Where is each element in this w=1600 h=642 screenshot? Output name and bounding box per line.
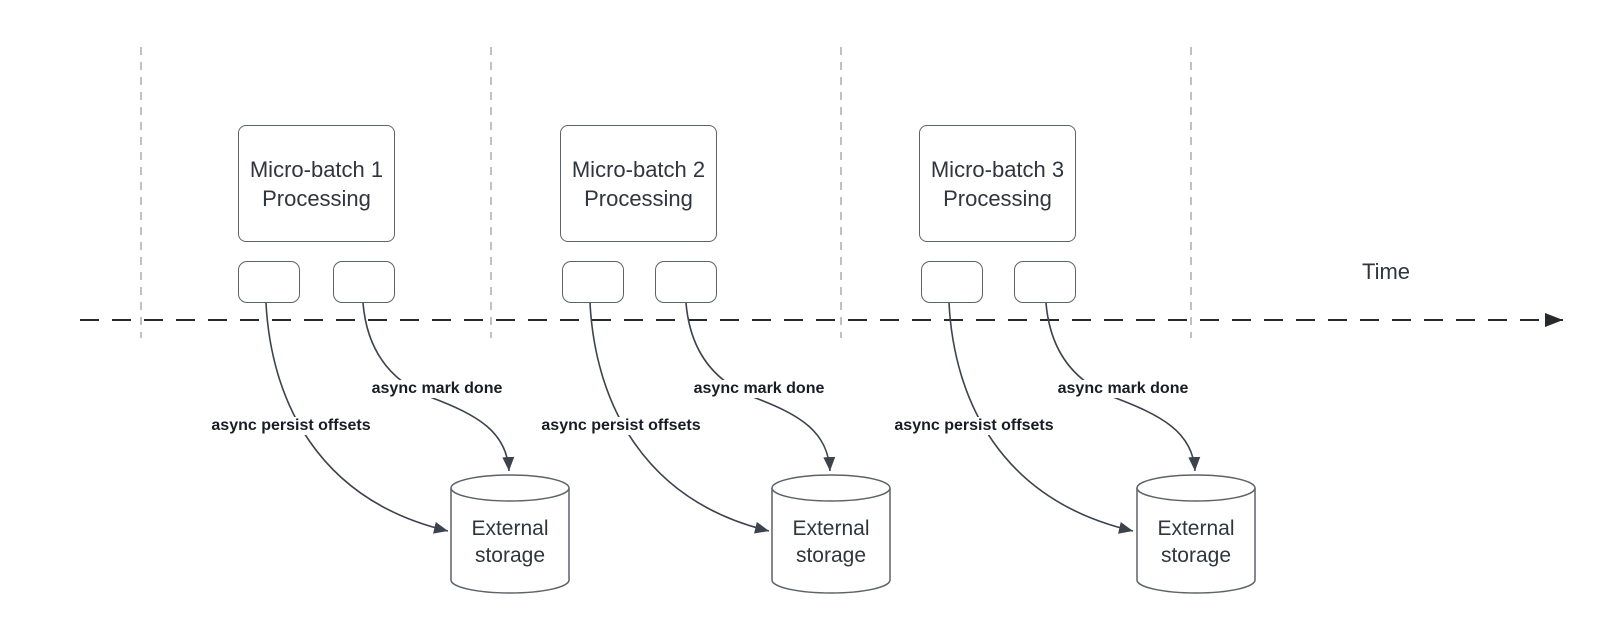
external-storage-cylinder-1 [450,474,570,594]
micro-batch-subtitle: Processing [262,185,371,211]
micro-batch-subtitle: Processing [943,185,1052,211]
offset-commit-box-1 [238,261,300,303]
mark-done-box-2 [655,261,717,303]
offset-commit-box-3 [921,261,983,303]
async-persist-arrow-2 [589,302,770,534]
async-persist-label-1: async persist offsets [208,417,374,435]
micro-batch-subtitle: Processing [584,185,693,211]
micro-batch-box-1: Micro-batch 1 Processing [238,125,395,242]
micro-batch-box-3: Micro-batch 3 Processing [919,125,1076,242]
external-storage-cylinder-3 [1136,474,1256,594]
mark-done-box-3 [1014,261,1076,303]
external-storage-label-2: External storage [792,517,870,567]
micro-batch-box-2: Micro-batch 2 Processing [560,125,717,242]
async-persist-label-3: async persist offsets [891,417,1057,435]
micro-batch-title: Micro-batch 1 [249,156,384,182]
async-mark-done-label-2: async mark done [690,380,828,398]
async-persist-label-2: async persist offsets [538,417,704,435]
micro-batch-title: Micro-batch 2 [571,156,706,182]
external-storage-cylinder-2 [771,474,891,594]
async-mark-done-label-1: async mark done [368,380,506,398]
async-mark-done-label-3: async mark done [1054,380,1192,398]
mark-done-box-1 [333,261,395,303]
offset-commit-box-2 [562,261,624,303]
async-persist-arrow-3 [948,302,1134,534]
time-label: Time [1361,259,1411,284]
micro-batch-title: Micro-batch 3 [930,156,1065,182]
external-storage-label-3: External storage [1157,517,1235,567]
external-storage-label-1: External storage [471,517,549,567]
async-persist-arrow-1 [265,302,449,534]
